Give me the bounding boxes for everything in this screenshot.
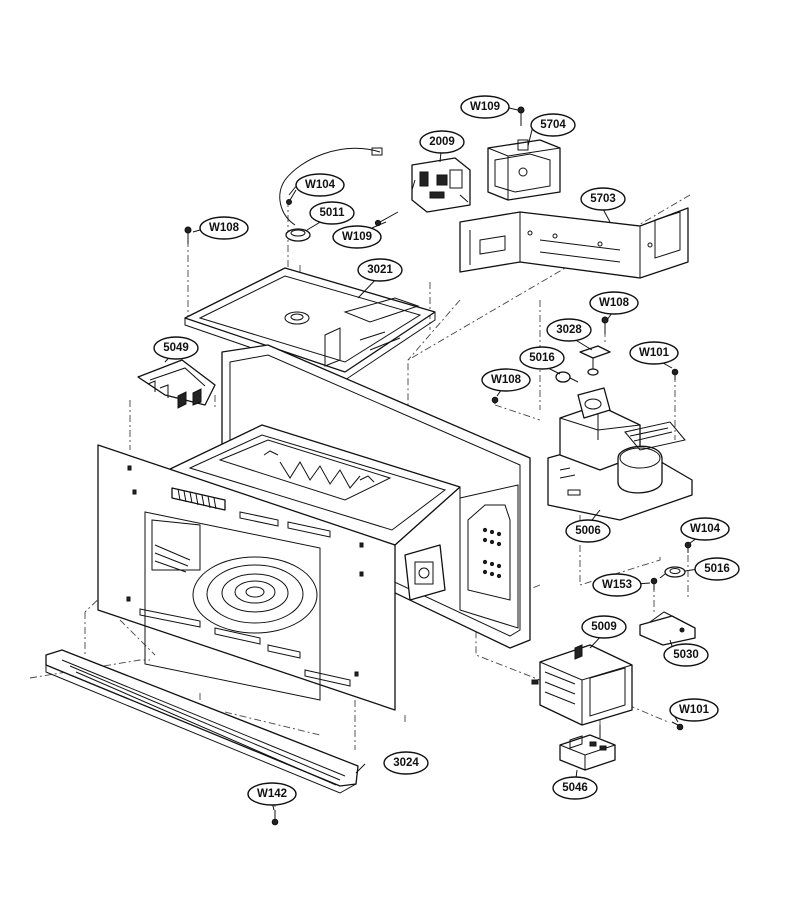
- callout-5016-right: 5016: [694, 557, 740, 581]
- callout-w101-bottom: W101: [669, 698, 719, 722]
- vent-grid: [482, 527, 502, 579]
- part-2009-circuit-board: [411, 157, 471, 213]
- svg-text:W101: W101: [679, 704, 710, 716]
- callout-w108-mid: W108: [481, 368, 531, 392]
- callout-5046: 5046: [552, 776, 598, 800]
- svg-text:5006: 5006: [575, 525, 601, 537]
- svg-text:5049: 5049: [163, 342, 189, 354]
- screw-w104-right: [684, 541, 692, 553]
- screw-w109-mid: [374, 211, 399, 227]
- screw-w108-right: [601, 316, 609, 334]
- svg-text:W109: W109: [342, 231, 372, 243]
- part-oven-cavity-body: [97, 344, 531, 711]
- callout-w109-top: W109: [460, 95, 510, 119]
- callout-w101-top: W101: [629, 341, 679, 365]
- svg-text:5703: 5703: [590, 193, 616, 205]
- part-3024-front-trim: [45, 649, 359, 794]
- svg-text:W153: W153: [602, 579, 632, 591]
- svg-text:5046: 5046: [562, 782, 588, 794]
- svg-text:5704: 5704: [540, 119, 566, 131]
- svg-text:5009: 5009: [591, 621, 617, 633]
- callout-5049: 5049: [153, 336, 199, 360]
- part-5011-sensor-with-cable: [279, 147, 383, 242]
- svg-text:W104: W104: [305, 179, 336, 191]
- callout-5009: 5009: [581, 615, 627, 639]
- callout-5030: 5030: [663, 643, 709, 667]
- screw-w109-top: [517, 106, 525, 126]
- callout-3024: 3024: [383, 751, 429, 775]
- svg-text:5030: 5030: [673, 649, 699, 661]
- callout-5016-top: 5016: [519, 346, 565, 370]
- screw-w108-left: [184, 226, 192, 244]
- svg-text:W101: W101: [639, 347, 670, 359]
- callout-3028: 3028: [546, 318, 592, 342]
- part-3028-lamp-bracket: [579, 345, 611, 376]
- screw-w108-mid: [491, 396, 499, 404]
- callout-5011: 5011: [309, 201, 355, 225]
- svg-text:W104: W104: [690, 523, 721, 535]
- screw-w101-bottom: [671, 721, 684, 731]
- callout-w142: W142: [247, 782, 297, 806]
- callout-3021: 3021: [357, 258, 403, 282]
- callout-5006: 5006: [565, 519, 611, 543]
- svg-text:3021: 3021: [367, 264, 393, 276]
- screw-w101-top: [671, 368, 679, 380]
- svg-text:5011: 5011: [320, 207, 346, 219]
- svg-text:3024: 3024: [393, 757, 419, 769]
- part-5030-mounting-plate: [639, 611, 696, 646]
- svg-text:W108: W108: [209, 222, 240, 234]
- svg-text:W108: W108: [491, 374, 522, 386]
- svg-text:2009: 2009: [429, 136, 455, 148]
- callout-w104-right: W104: [680, 517, 730, 541]
- part-5016-thermal-fuse-top: [555, 371, 579, 383]
- callout-w108-left: W108: [199, 216, 249, 240]
- part-5016-thermal-fuse-right: [659, 566, 686, 579]
- svg-text:5016: 5016: [704, 563, 730, 575]
- callout-w104-top: W104: [295, 173, 345, 197]
- callout-w153: W153: [592, 573, 642, 597]
- svg-text:3028: 3028: [556, 324, 582, 336]
- screw-w142: [271, 810, 279, 826]
- part-5703-mounting-bracket: [459, 207, 689, 279]
- callout-5704: 5704: [530, 113, 576, 137]
- svg-text:W109: W109: [470, 101, 500, 113]
- callout-2009: 2009: [419, 130, 465, 154]
- screw-w153: [650, 577, 658, 590]
- callout-w108-right: W108: [589, 291, 639, 315]
- part-5046-connector-block: [559, 734, 616, 771]
- callout-w109-mid: W109: [332, 225, 382, 249]
- part-5006-fan-motor-assembly: [547, 387, 693, 521]
- svg-text:W142: W142: [257, 788, 287, 800]
- part-3021-top-cover: [184, 267, 436, 381]
- svg-text:W108: W108: [599, 297, 630, 309]
- part-5049-vent-bracket: [137, 359, 216, 409]
- svg-text:5016: 5016: [529, 352, 555, 364]
- callout-5703: 5703: [580, 187, 626, 211]
- part-5009-magnetron: [531, 644, 633, 738]
- part-5704-bracket: [487, 139, 561, 201]
